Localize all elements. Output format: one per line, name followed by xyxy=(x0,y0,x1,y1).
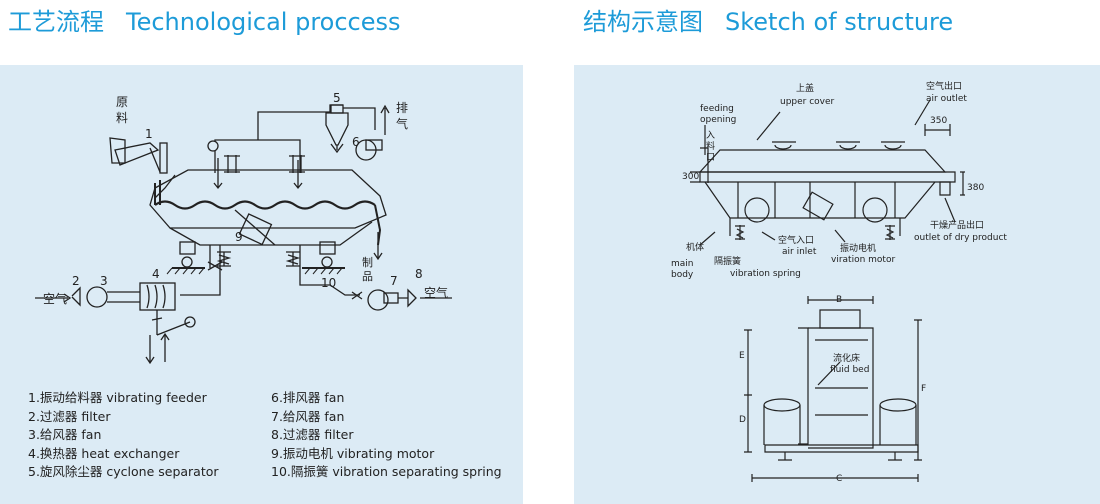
label-feeding-cn-2: 料 xyxy=(706,140,715,152)
label-dry-outlet-en: outlet of dry product xyxy=(914,233,1007,243)
label-raw-1: 原 xyxy=(116,95,128,109)
structure-title-en: Sketch of structure xyxy=(725,8,954,36)
label-feeding-1: feeding xyxy=(700,104,734,114)
label-body-en-1: main xyxy=(671,259,694,269)
legend-item: 8.过滤器 filter xyxy=(271,427,354,443)
legend-item: 6.排风器 fan xyxy=(271,390,345,405)
label-dim-d: D xyxy=(739,415,746,425)
label-n7: 7 xyxy=(390,274,398,288)
label-top-cover-en: upper cover xyxy=(780,97,835,107)
label-n1: 1 xyxy=(145,127,153,141)
label-dim-c: C xyxy=(836,474,842,484)
process-panel: 原 料 1 5 6 排 气 9 制 品 10 2 3 4 7 8 空气 空气 xyxy=(0,65,523,504)
legend-left: 1.振动给料器 vibrating feeder 2.过滤器 filter 3.… xyxy=(28,389,219,482)
structure-panel: 上盖 upper cover 空气出口 air outlet feeding o… xyxy=(574,65,1100,504)
process-diagram: 原 料 1 5 6 排 气 9 制 品 10 2 3 4 7 8 空气 空气 xyxy=(35,91,452,365)
fan-left xyxy=(86,286,108,308)
dryer-housing xyxy=(149,169,387,229)
label-product-1: 制 xyxy=(362,256,373,269)
main-body xyxy=(704,181,936,219)
legend-item: 2.过滤器 filter xyxy=(28,408,111,424)
label-body-cn: 机体 xyxy=(686,241,704,253)
label-air-inlet-en: air inlet xyxy=(782,247,817,257)
label-dim-f: F xyxy=(921,384,926,394)
label-feeding-cn-1: 入 xyxy=(706,130,715,141)
structure-diagram: 上盖 upper cover 空气出口 air outlet feeding o… xyxy=(671,80,1007,484)
label-dim-350: 350 xyxy=(930,116,947,126)
label-raw-2: 料 xyxy=(116,111,128,125)
fluid-bed-layer xyxy=(154,200,376,210)
spring-side-left xyxy=(735,225,745,240)
label-air-left: 空气 xyxy=(43,291,67,306)
legend-item: 4.换热器 heat exchanger xyxy=(28,445,180,461)
cyclone-inlet xyxy=(330,104,344,114)
legend-item: 7.给风器 fan xyxy=(271,408,345,424)
process-title: 工艺流程 Technological proccess xyxy=(8,2,401,37)
label-top-cover-cn: 上盖 xyxy=(796,82,814,94)
label-product-2: 品 xyxy=(362,270,373,283)
filter-right xyxy=(398,288,417,308)
legend-item: 10.隔振簧 vibration separating spring xyxy=(271,464,502,480)
structure-title-cn: 结构示意图 xyxy=(583,8,703,36)
label-motor-cn: 振动电机 xyxy=(840,242,876,254)
spring-right xyxy=(285,251,301,267)
label-dim-300: 300 xyxy=(682,172,699,182)
label-dry-outlet-cn: 干燥产品出口 xyxy=(930,219,984,231)
label-n6: 6 xyxy=(352,135,360,149)
fan-right xyxy=(367,289,389,311)
vibration-motor-side xyxy=(802,191,834,221)
label-n4: 4 xyxy=(152,267,160,281)
process-title-en: Technological proccess xyxy=(126,8,401,36)
label-n5: 5 xyxy=(333,91,341,105)
label-n8: 8 xyxy=(415,267,423,281)
label-fluid-bed-en: fluid bed xyxy=(830,365,869,375)
label-n9: 9 xyxy=(235,230,243,244)
damper-valve-top xyxy=(207,140,219,152)
label-air-outlet-en: air outlet xyxy=(926,94,967,104)
vibrating-feeder xyxy=(114,142,160,166)
label-n2: 2 xyxy=(72,274,80,288)
label-fluid-bed-cn: 流化床 xyxy=(833,352,860,364)
label-n10: 10 xyxy=(321,276,336,290)
label-n3: 3 xyxy=(100,274,108,288)
cyclone-separator xyxy=(325,112,349,146)
legend-item: 9.振动电机 vibrating motor xyxy=(271,445,435,461)
vibrating-motor xyxy=(238,213,273,246)
label-feeding-2: opening xyxy=(700,115,736,125)
label-feeding-cn-3: 口 xyxy=(706,153,715,163)
legend-item: 1.振动给料器 vibrating feeder xyxy=(28,390,207,405)
legend-item: 3.给风器 fan xyxy=(28,427,102,443)
label-dim-e: E xyxy=(739,351,745,361)
label-dim-380: 380 xyxy=(967,183,984,193)
filter-left xyxy=(71,286,81,307)
label-air-inlet-cn: 空气入口 xyxy=(778,234,814,246)
structure-title: 结构示意图 Sketch of structure xyxy=(583,2,953,37)
upper-cover xyxy=(698,149,947,173)
feeder-chute xyxy=(159,142,168,174)
label-motor-en: viration motor xyxy=(831,255,895,265)
legend-right: 6.排风器 fan 7.给风器 fan 8.过滤器 filter 9.振动电机 … xyxy=(271,389,502,482)
label-air-right: 空气 xyxy=(424,285,448,300)
dry-product-outlet xyxy=(939,181,951,196)
label-spring-cn: 隔振簧 xyxy=(714,255,741,267)
label-spring-en: vibration spring xyxy=(730,269,801,279)
spring-left xyxy=(216,251,232,267)
spring-side-right xyxy=(885,225,895,240)
label-body-en-2: body xyxy=(671,270,694,280)
label-air-outlet-cn: 空气出口 xyxy=(926,80,962,92)
process-title-cn: 工艺流程 xyxy=(8,8,104,36)
label-dim-b: B xyxy=(836,295,842,305)
legend-item: 5.旋风除尘器 cyclone separator xyxy=(28,464,219,480)
label-exhaust-2: 气 xyxy=(396,116,408,131)
label-exhaust-1: 排 xyxy=(396,101,408,115)
